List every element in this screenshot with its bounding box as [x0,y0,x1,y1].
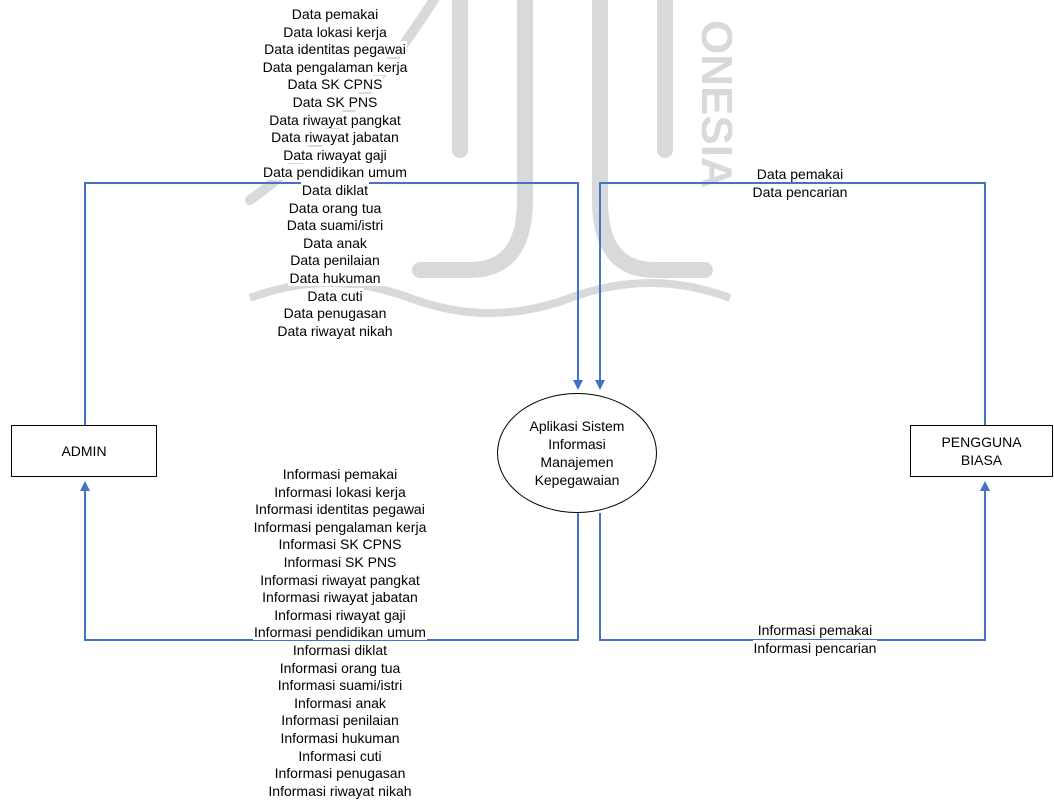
entity-pengguna-biasa: PENGGUNA BIASA [910,425,1053,477]
flow-label: Informasi pengalaman kerja [200,518,480,537]
flow-label: Informasi SK CPNS [200,536,480,554]
flow-label-text: Data pemakai [290,6,380,22]
flow-label: Informasi diklat [200,641,480,660]
flow-label-text: Informasi identitas pegawai [254,501,426,518]
flow-label: Informasi hukuman [200,729,480,748]
flow-label: Data cuti [210,287,460,306]
flow-label-text: Data pemakai [755,166,845,182]
flow-label: Data riwayat nikah [210,322,460,341]
flow-label-text: Informasi anak [293,694,387,711]
flow-label: Informasi cuti [200,747,480,766]
flow-label: Data pemakai [210,6,460,24]
flow-label: Data lokasi kerja [210,23,460,42]
flow-line-system-to-admin [80,481,579,641]
flow-label: Informasi suami/istri [200,677,480,695]
flow-label-text: Informasi diklat [291,641,389,658]
flow-label-text: Data SK PNS [291,93,379,110]
flow-label-text: Data pengalaman kerja [261,58,409,75]
watermark-lettering: ONESIA [692,20,741,189]
flow-label: Informasi penilaian [200,712,480,730]
flow-label-text: Informasi penilaian [280,712,400,729]
flow-label: Data pemakai [700,166,900,184]
flow-label: Data pengalaman kerja [210,58,460,77]
flow-label: Informasi identitas pegawai [200,501,480,519]
flow-label-text: Data penugasan [282,305,388,322]
flow-label-text: Data hukuman [288,269,382,286]
flow-label: Data anak [210,234,460,253]
flow-label-text: Data identitas pegawai [263,41,407,58]
flow-label-text: Informasi suami/istri [276,677,404,694]
flow-label-text: Data SK CPNS [286,76,384,93]
flow-label: Informasi riwayat pangkat [200,571,480,590]
flow-label: Informasi penugasan [200,765,480,783]
flow-label: Informasi riwayat jabatan [200,589,480,607]
flow-label: Data penilaian [210,252,460,270]
flow-label-text: Informasi SK PNS [282,553,398,570]
flow-label-text: Informasi pengalaman kerja [252,518,428,535]
flow-label: Informasi pendidikan umum [200,624,480,642]
flow-label: Informasi anak [200,694,480,713]
flow-label-text: Informasi orang tua [278,659,402,676]
flow-label-text: Informasi riwayat pangkat [259,571,421,588]
flow-label-text: Informasi riwayat jabatan [261,589,419,606]
flow-label-text: Informasi hukuman [279,729,401,746]
flow-label-text: Informasi pencarian [752,639,878,656]
flow-label-text: Informasi cuti [297,747,383,764]
flow-label-text: Data suami/istri [285,217,385,234]
flow-label: Informasi pencarian [700,639,930,658]
flow-label: Informasi riwayat nikah [200,782,480,801]
svg-text:ONESIA: ONESIA [692,20,741,189]
flow-label-text: Data riwayat pangkat [268,111,402,128]
flow-label-text: Data pendidikan umum [262,164,408,181]
flow-label-text: Data diklat [300,181,370,198]
flow-label-text: Informasi penugasan [273,765,407,782]
flow-label: Data hukuman [210,269,460,288]
flow-label: Data penugasan [210,305,460,323]
flow-label-text: Data riwayat nikah [276,322,394,339]
flow-label-text: Data pencarian [751,183,849,200]
flow-label: Informasi lokasi kerja [200,483,480,502]
flow-label-text: Data cuti [306,287,364,304]
entity-admin: ADMIN [11,425,157,477]
flow-label-text: Data penilaian [289,252,381,269]
flow-line-system-to-pengguna [599,481,990,641]
flow-label-text: Informasi lokasi kerja [273,483,407,500]
flow-label-text: Data orang tua [287,199,383,216]
flow-label: Data diklat [210,181,460,200]
flow-label-text: Data lokasi kerja [282,23,388,40]
flow-label-text: Informasi pendidikan umum [253,624,427,641]
flow-label: Informasi riwayat gaji [200,606,480,625]
flow-label: Data riwayat pangkat [210,111,460,130]
flow-label-text: Informasi riwayat gaji [273,606,407,623]
flow-label-text: Data anak [302,234,368,251]
flow-label: Informasi pemakai [200,466,480,484]
flow-label: Data pencarian [700,183,900,202]
flow-label: Data pendidikan umum [210,164,460,182]
flow-label: Data riwayat gaji [210,146,460,165]
flow-label-text: Informasi pemakai [281,466,399,482]
flow-label: Data identitas pegawai [210,41,460,59]
flow-label-text: Data riwayat gaji [282,146,388,163]
flow-label-text: Informasi SK CPNS [277,536,403,553]
flow-label: Data SK PNS [210,93,460,112]
flow-label: Data riwayat jabatan [210,129,460,147]
flow-label: Informasi orang tua [200,659,480,678]
flow-label: Informasi pemakai [700,622,930,640]
flow-line-pengguna-to-system [595,182,986,425]
flow-label: Data suami/istri [210,217,460,235]
flow-label-text: Data riwayat jabatan [270,129,400,146]
flow-label: Informasi SK PNS [200,553,480,572]
flow-label-text: Informasi pemakai [756,622,874,638]
process-sistem-informasi-kepegawaian: Aplikasi Sistem Informasi Manajemen Kepe… [497,393,657,513]
flow-label-text: Informasi riwayat nikah [267,782,413,799]
flow-label: Data SK CPNS [210,76,460,94]
flow-label: Data orang tua [210,199,460,218]
